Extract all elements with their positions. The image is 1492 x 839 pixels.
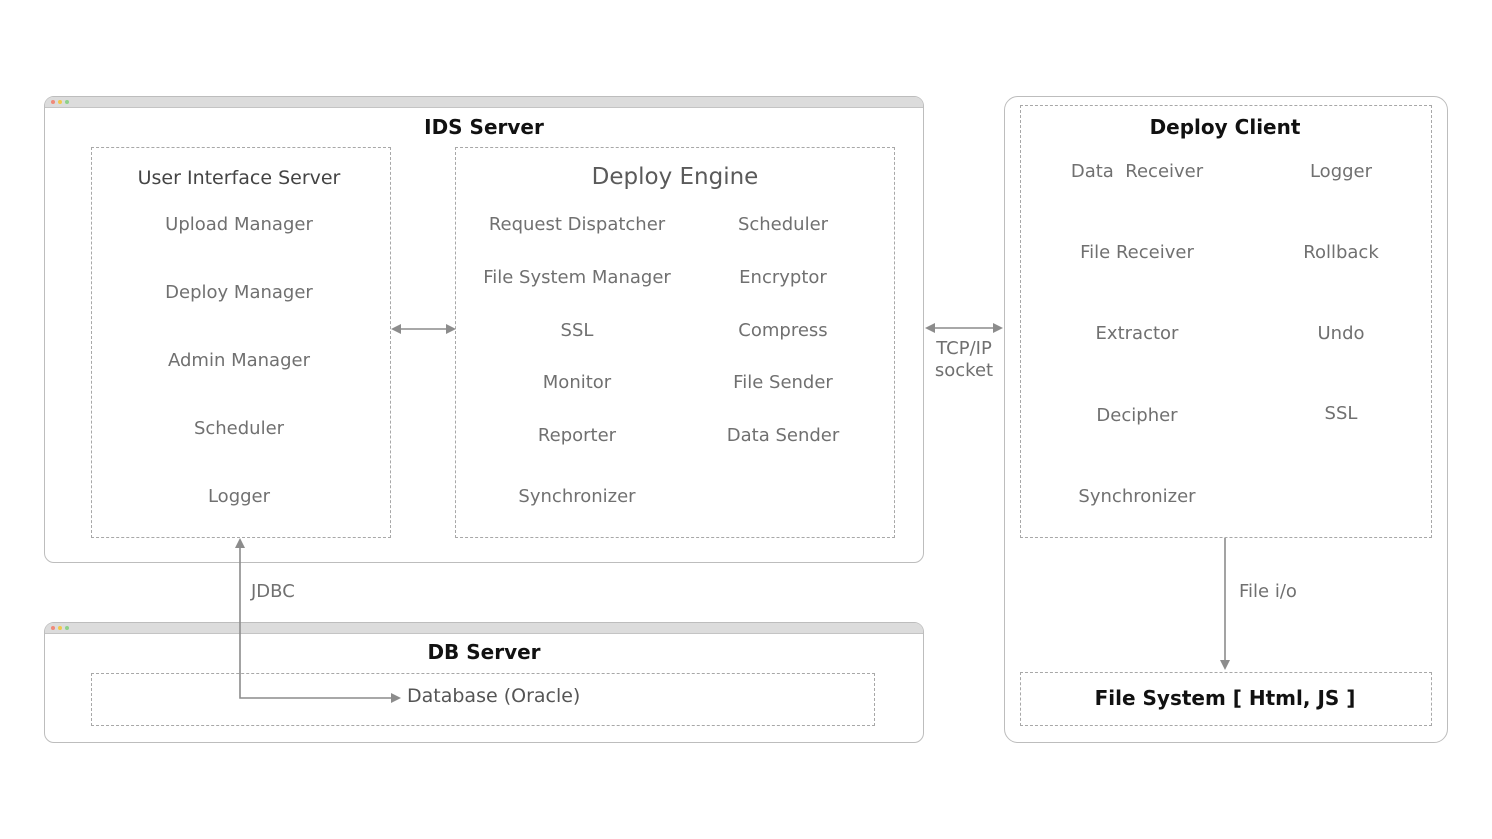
arrowhead-left — [391, 324, 401, 334]
ui-server-box — [91, 147, 391, 538]
arrowhead-down — [1220, 660, 1230, 670]
ids-server-titlebar — [45, 97, 923, 108]
tcpip-label-line2: socket — [934, 360, 994, 381]
arrowhead-right — [993, 323, 1003, 333]
window-dot-yellow — [58, 100, 62, 104]
engine-item-encryptor: Encryptor — [739, 267, 827, 288]
engine-item-compress: Compress — [738, 320, 828, 341]
client-item-rollback: Rollback — [1303, 242, 1379, 263]
engine-item-scheduler: Scheduler — [737, 214, 829, 235]
ui-item-scheduler: Scheduler — [193, 418, 285, 439]
client-item-data-receiver: Data Receiver — [1070, 161, 1204, 182]
db-server-title: DB Server — [427, 640, 541, 664]
engine-item-synchronizer: Synchronizer — [518, 486, 636, 507]
file-system-box — [1020, 672, 1432, 726]
engine-item-monitor: Monitor — [542, 372, 612, 393]
file-io-label: File i/o — [1239, 581, 1297, 602]
window-dot-green — [65, 626, 69, 630]
ids-server-title: IDS Server — [424, 115, 544, 139]
engine-item-data-sender: Data Sender — [726, 425, 840, 446]
ids-server-window — [44, 96, 924, 563]
db-server-window — [44, 622, 924, 743]
window-dot-yellow — [58, 626, 62, 630]
jdbc-label: JDBC — [251, 581, 295, 602]
client-item-extractor: Extractor — [1095, 323, 1179, 344]
ui-server-title: User Interface Server — [137, 167, 341, 189]
deploy-client-title: Deploy Client — [1149, 115, 1301, 139]
client-item-synchronizer: Synchronizer — [1078, 486, 1196, 507]
engine-item-request-dispatcher: Request Dispatcher — [488, 214, 666, 235]
arrowhead-right — [446, 324, 456, 334]
ui-item-logger: Logger — [207, 486, 271, 507]
jdbc-arrow — [239, 546, 394, 699]
deploy-client-window — [1004, 96, 1448, 743]
database-box — [91, 673, 875, 726]
file-system-label: File System [ Html, JS ] — [1094, 686, 1356, 710]
client-item-decipher: Decipher — [1096, 405, 1178, 426]
deploy-engine-box — [455, 147, 895, 538]
client-item-file-receiver: File Receiver — [1080, 242, 1194, 263]
ui-item-deploy-manager: Deploy Manager — [165, 282, 313, 303]
tcpip-label-line1: TCP/IP — [936, 338, 992, 359]
arrowhead-right — [391, 693, 401, 703]
arrowhead-up — [235, 538, 245, 548]
deploy-engine-title: Deploy Engine — [591, 164, 759, 190]
engine-item-file-system-manager: File System Manager — [483, 267, 671, 288]
client-item-undo: Undo — [1317, 323, 1365, 344]
engine-item-reporter: Reporter — [537, 425, 617, 446]
engine-item-file-sender: File Sender — [733, 372, 833, 393]
window-dot-green — [65, 100, 69, 104]
arrowhead-left — [925, 323, 935, 333]
db-server-titlebar — [45, 623, 923, 634]
client-item-ssl: SSL — [1324, 403, 1358, 424]
ui-item-upload-manager: Upload Manager — [165, 214, 313, 235]
database-label: Database (Oracle) — [407, 685, 581, 707]
engine-item-ssl: SSL — [560, 320, 594, 341]
window-dot-red — [51, 626, 55, 630]
ui-item-admin-manager: Admin Manager — [168, 350, 310, 371]
deploy-client-box — [1020, 105, 1432, 538]
window-dot-red — [51, 100, 55, 104]
client-item-logger: Logger — [1309, 161, 1373, 182]
